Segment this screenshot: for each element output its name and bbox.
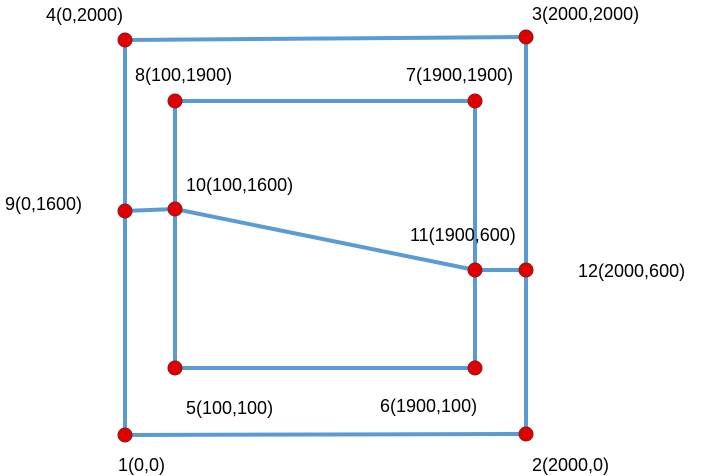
node-label-3: 3(2000,2000) xyxy=(532,4,639,24)
labels-layer: 1(0,0) 2(2000,0) 3(2000,2000) 4(0,2000) … xyxy=(5,4,685,475)
node-6 xyxy=(467,360,483,376)
node-8 xyxy=(167,93,183,109)
node-label-7: 7(1900,1900) xyxy=(406,65,513,85)
node-label-2: 2(2000,0) xyxy=(532,455,609,475)
node-11 xyxy=(467,262,483,278)
node-label-12: 12(2000,600) xyxy=(578,261,685,281)
nodes-layer xyxy=(117,29,534,443)
node-label-1: 1(0,0) xyxy=(118,455,165,475)
edge-9-10 xyxy=(123,207,177,213)
edge-1-2 xyxy=(123,432,528,437)
node-5 xyxy=(167,360,183,376)
node-label-9: 9(0,1600) xyxy=(5,194,82,214)
node-9 xyxy=(117,203,133,219)
edge-3-4 xyxy=(123,35,528,42)
edges-layer xyxy=(123,35,528,437)
node-1 xyxy=(117,427,133,443)
node-10 xyxy=(167,201,183,217)
node-label-11: 11(1900,600) xyxy=(410,225,516,245)
node-3 xyxy=(518,29,534,45)
node-label-5: 5(100,100) xyxy=(186,398,273,418)
node-label-8: 8(100,1900) xyxy=(135,65,232,85)
node-label-4: 4(0,2000) xyxy=(46,5,123,25)
node-2 xyxy=(518,426,534,442)
node-4 xyxy=(117,32,133,48)
node-7 xyxy=(467,93,483,109)
node-12 xyxy=(518,262,534,278)
node-label-6: 6(1900,100) xyxy=(380,396,477,416)
node-label-10: 10(100,1600) xyxy=(186,175,293,195)
edge-10-11 xyxy=(173,207,477,272)
